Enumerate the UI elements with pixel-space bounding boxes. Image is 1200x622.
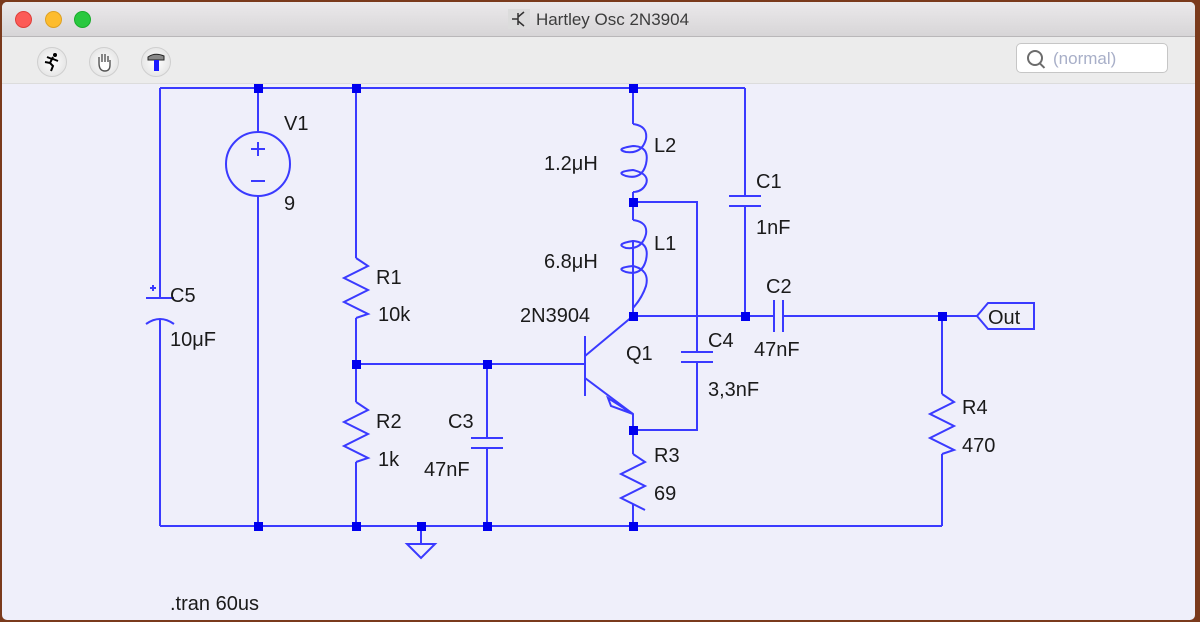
r4-value: 470 [962, 435, 995, 457]
v1-polarity [251, 142, 265, 182]
capacitor-c5 [145, 297, 175, 325]
resistor-r2 [341, 401, 371, 463]
hand-icon [98, 54, 111, 72]
resistor-r1 [341, 257, 371, 319]
inductor-l2 [620, 123, 648, 193]
window-title-text: Hartley Osc 2N3904 [535, 10, 690, 29]
r3-ref: R3 [654, 445, 680, 467]
r3-value: 69 [654, 483, 676, 505]
hammer-icon [147, 53, 165, 71]
search-box[interactable] [1016, 43, 1168, 73]
schematic-canvas[interactable]: V1 9 C5 10μF R1 10k R2 1k C3 47nF L2 1.2… [2, 84, 1195, 620]
q1-model: 2N3904 [520, 305, 590, 327]
search-icon [1027, 50, 1043, 66]
maximize-button[interactable] [74, 11, 91, 28]
title-bar: Hartley Osc 2N3904 [2, 2, 1195, 37]
run-button[interactable] [37, 47, 67, 77]
window-title: Hartley Osc 2N3904 [2, 9, 1195, 30]
l2-value: 1.2μH [544, 153, 598, 175]
components [145, 123, 1035, 511]
c3-ref: C3 [448, 411, 474, 433]
c4-value: 3,3nF [708, 379, 759, 401]
resistor-r4 [927, 393, 957, 455]
c5-ref: C5 [170, 285, 196, 307]
v1-ref: V1 [284, 113, 308, 135]
control-panel-button[interactable] [141, 47, 171, 77]
net-label-out: Out [988, 307, 1021, 329]
capacitor-c1 [729, 195, 761, 207]
c2-value: 47nF [754, 339, 800, 361]
search-input[interactable] [1051, 47, 1165, 71]
resistor-r3 [618, 453, 648, 511]
c3-value: 47nF [424, 459, 470, 481]
transistor-icon [507, 9, 530, 29]
l1-ref: L1 [654, 233, 676, 255]
net-label-out-flag [975, 302, 1035, 330]
transistor-q1 [584, 315, 634, 430]
halt-button[interactable] [89, 47, 119, 77]
wire-c4 [633, 201, 698, 431]
minimize-button[interactable] [45, 11, 62, 28]
v1-value: 9 [284, 193, 295, 215]
capacitor-c2 [773, 300, 784, 332]
l2-ref: L2 [654, 135, 676, 157]
c2-ref: C2 [766, 276, 792, 298]
r2-ref: R2 [376, 411, 402, 433]
r1-ref: R1 [376, 267, 402, 289]
q1-ref: Q1 [626, 343, 653, 365]
q1-emitter-arrow [606, 395, 634, 415]
voltage-source-v1 [225, 131, 291, 197]
c1-value: 1nF [756, 217, 790, 239]
r2-value: 1k [378, 449, 400, 471]
running-man-icon [44, 53, 59, 72]
r1-value: 10k [378, 304, 411, 326]
junctions [254, 84, 947, 531]
capacitor-c3 [471, 437, 503, 449]
c5-value: 10μF [170, 329, 216, 351]
c4-ref: C4 [708, 330, 734, 352]
r4-ref: R4 [962, 397, 988, 419]
capacitor-c4 [681, 351, 713, 363]
c1-ref: C1 [756, 171, 782, 193]
inductor-l1 [620, 219, 648, 309]
wires [159, 87, 977, 560]
close-button[interactable] [15, 11, 32, 28]
c5-plus [150, 285, 156, 291]
spice-directive: .tran 60us [170, 593, 259, 615]
l1-value: 6.8μH [544, 251, 598, 273]
toolbar [2, 37, 1195, 84]
labels: V1 9 C5 10μF R1 10k R2 1k C3 47nF L2 1.2… [170, 113, 1021, 615]
